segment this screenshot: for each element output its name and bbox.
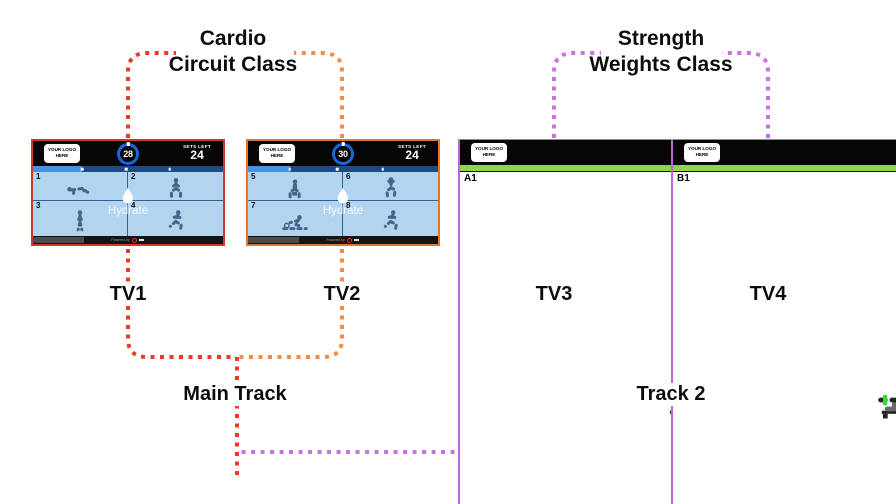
- cell-number: 8: [346, 200, 351, 210]
- tv3-label: TV3: [530, 283, 578, 306]
- exercise-cell-5: 5: [248, 172, 343, 201]
- cardio-title-line1: Cardio: [199, 27, 267, 50]
- exercise-cell-4: 4: [128, 201, 223, 236]
- interval-progress-bar: [33, 166, 223, 172]
- tv4-label: TV4: [744, 283, 792, 306]
- tv1-label: TV1: [104, 283, 152, 306]
- tv2-header: YOUR LOGO HERE 30 SETS LEFT 24: [248, 141, 438, 166]
- interval-timer: 30: [332, 142, 354, 165]
- exercise-run-icon: [161, 208, 191, 232]
- tv2-label: TV2: [318, 283, 366, 306]
- exercise-cell-6: 6: [343, 172, 438, 201]
- connector-tv4-to-strength-title: [722, 51, 770, 138]
- exercise-jump-icon: [376, 175, 406, 199]
- cell-number: 2: [131, 172, 136, 181]
- exercise-stand-icon: [65, 208, 95, 232]
- exercise-benchbb-icon: [872, 384, 896, 422]
- exercise-row-icon: [280, 208, 310, 232]
- exercise-squat-icon: [161, 175, 191, 199]
- exercise-run-icon: [376, 208, 406, 232]
- progress-fill: [673, 165, 896, 171]
- your-logo-placeholder: YOUR LOGO HERE: [259, 143, 295, 163]
- brand-logo-icon: [131, 237, 145, 244]
- strength-title-line1: Strength: [617, 27, 705, 50]
- main-track-label: Main Track: [177, 383, 293, 406]
- cardio-title-line2: Circuit Class: [168, 53, 298, 76]
- your-logo-placeholder: YOUR LOGO HERE: [684, 142, 720, 162]
- connector-tv2-to-cardio-title: [294, 51, 344, 138]
- cell-number: 5: [251, 172, 256, 181]
- exercise-panels: B18-10 pause repsB28-10 rep pause: [673, 171, 896, 504]
- cell-number: 3: [36, 200, 41, 210]
- progress-marker: [288, 167, 292, 171]
- cell-number: 7: [251, 200, 256, 210]
- interval-progress-bar: [673, 165, 896, 171]
- progress-fill: [248, 166, 290, 172]
- interval-progress-bar: [248, 166, 438, 172]
- timer-tick-icon: [126, 142, 130, 146]
- exercise-panel-A1: A18 pause reps: [460, 172, 896, 504]
- progress-marker: [124, 167, 128, 171]
- progress-marker: [381, 167, 385, 171]
- tv1-header: YOUR LOGO HERE 28 SETS LEFT 24: [33, 141, 223, 166]
- cell-number: 6: [346, 172, 351, 181]
- exercise-kbsquat-icon: [280, 175, 310, 199]
- exercise-pushup-icon: [65, 175, 95, 199]
- progress-fill: [33, 166, 83, 172]
- exercise-cell-7: 7: [248, 200, 343, 236]
- tv4-screen: YOUR LOGO HERE 5:57 SETS LEFT 3 B18-10 p…: [671, 139, 896, 504]
- exercise-cell-8: 8: [343, 201, 438, 236]
- exercise-panel-B1: B18-10 pause reps: [673, 172, 896, 504]
- track2-label: Track 2: [630, 383, 712, 406]
- brand-logo-icon: [346, 237, 360, 244]
- panel-label: A1: [464, 173, 477, 184]
- timer-tick-icon: [341, 142, 345, 146]
- cell-number: 4: [131, 200, 136, 210]
- progress-fill: [460, 165, 746, 171]
- progress-marker: [336, 167, 339, 171]
- exercise-cell-1: 1: [33, 172, 128, 201]
- exercise-cell-3: 3: [33, 200, 128, 236]
- connector-tv1-to-cardio-title: [126, 51, 176, 138]
- your-logo-placeholder: YOUR LOGO HERE: [44, 143, 80, 163]
- tv4-header: YOUR LOGO HERE 5:57 SETS LEFT 3: [673, 140, 896, 165]
- progress-marker: [168, 167, 172, 171]
- cell-number: 1: [36, 172, 41, 181]
- strength-title-line2: Weights Class: [589, 53, 733, 76]
- interval-timer: 28: [117, 142, 139, 165]
- panel-label: B1: [677, 173, 690, 184]
- connector-tv1-to-main-track: [126, 249, 236, 359]
- tv-footer: Powered by: [33, 236, 223, 244]
- connector-tv2-to-main-track: [238, 249, 344, 359]
- exercise-cell-2: 2: [128, 172, 223, 201]
- footer-progress-segment: [33, 237, 85, 243]
- progress-marker: [81, 167, 84, 171]
- footer-progress-segment: [248, 237, 300, 243]
- tv-footer: Powered by: [248, 236, 438, 244]
- connector-tv3-to-strength-title: [552, 51, 601, 138]
- cardio-class-title: Cardio Circuit Class: [169, 26, 297, 78]
- sets-left-block: SETS LEFT 24: [398, 144, 426, 162]
- sets-left-block: SETS LEFT 24: [183, 144, 211, 162]
- your-logo-placeholder: YOUR LOGO HERE: [471, 142, 507, 162]
- strength-class-title: Strength Weights Class: [589, 26, 732, 78]
